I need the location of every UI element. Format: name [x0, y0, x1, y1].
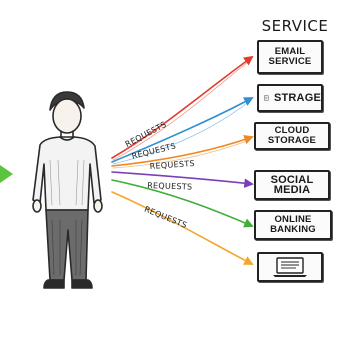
service-heading: SERVICE: [261, 17, 329, 35]
arrow-cloud: [111, 135, 254, 167]
arrow-laptop: [111, 191, 254, 265]
service-box-laptop: [257, 252, 323, 282]
arrow-email: [111, 55, 254, 159]
person-head: [52, 98, 82, 134]
service-box-cloud-storage: CLOUD STORAGE: [254, 122, 330, 150]
laptop-icon: [273, 257, 307, 277]
service-label-storage: STRAGE: [273, 92, 321, 104]
service-label-email: EMAIL SERVICE: [268, 46, 312, 67]
service-label-social-media: SOCIAL MEDIA: [270, 174, 314, 196]
service-label-online-banking: ONLINE BANKING: [270, 214, 316, 235]
arrow-banking: [111, 179, 254, 228]
service-box-online-banking: ONLINE BANKING: [254, 210, 332, 240]
service-box-social-media: SOCIAL MEDIA: [254, 170, 330, 200]
request-label-social: REQUESTS: [147, 181, 193, 192]
arrow-social: [111, 171, 254, 188]
service-box-storage: STRAGE: [257, 84, 323, 112]
service-label-cloud-storage: CLOUD STORAGE: [267, 125, 317, 146]
green-pointer-arrow: [0, 165, 13, 183]
file-icon: [264, 95, 269, 101]
service-box-email: EMAIL SERVICE: [257, 40, 323, 74]
arrow-storage: [111, 97, 254, 163]
